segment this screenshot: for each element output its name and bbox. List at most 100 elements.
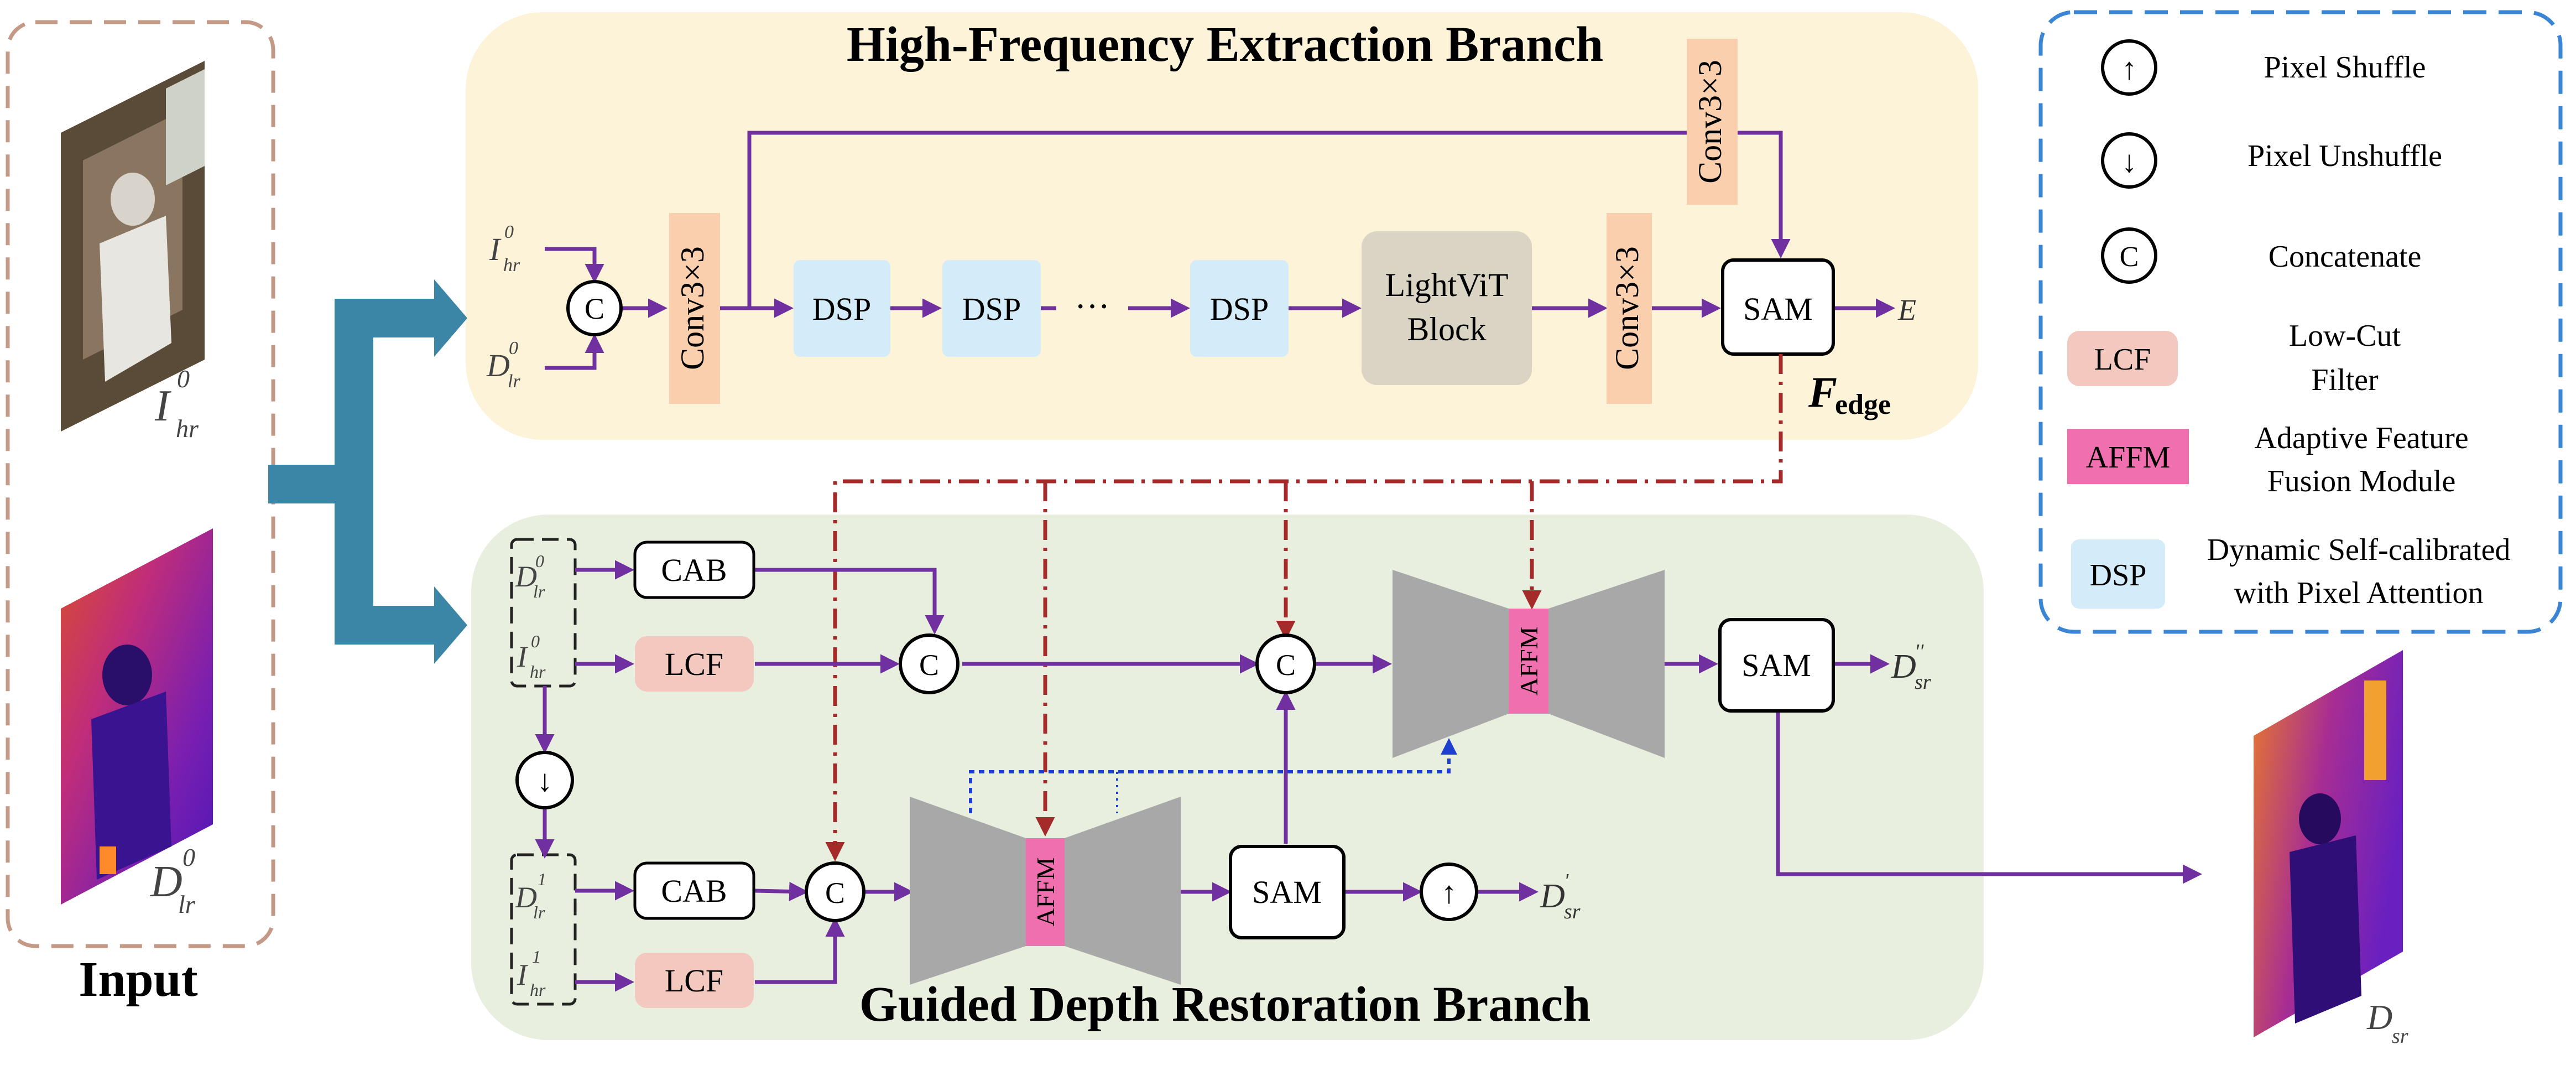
input-rgb-label: I [154,382,171,430]
legend-lcf-swatch [2067,331,2178,386]
gd-in4-sup: 1 [532,947,541,967]
gd-sam-top [1718,618,1835,713]
gd-in4-label: I [517,958,529,991]
input-fork-arrow [268,279,467,664]
gd-cab-bot [633,861,755,920]
gd-in4-sub: hr [530,980,546,1000]
hf-concat-circle [566,280,623,336]
gd-in3-sub: lr [533,902,545,922]
legend-concat-icon [2101,227,2157,284]
legend-affm-line1: Adaptive Feature [2254,421,2468,455]
gd-affm-bot [1026,838,1065,946]
gd-out-bot-sub: sr [1564,900,1581,923]
hf-input-top-sub: hr [503,255,520,276]
gd-affm-bot-label: AFFM [1031,857,1060,926]
legend-dsp-swatch [2071,539,2165,609]
legend-unshuffle-symbol: ↓ [2121,145,2137,179]
hf-conv-b-label: Conv3×3 [1609,246,1645,370]
gd-lcf-bot-label: LCF [665,963,723,999]
hf-dsp-3-label: DSP [1210,291,1269,327]
gd-affm-top [1509,609,1548,714]
gd-concat-bot-label: C [825,876,845,910]
legend-lcf-line1: Low-Cut [2289,319,2401,353]
fedge-label: F [1808,368,1837,416]
hf-input-bot-sup: 0 [509,338,518,359]
legend-unshuffle-text: Pixel Unshuffle [2248,139,2442,173]
hf-conv-a-label: Conv3×3 [674,246,711,370]
gd-shuffle-label: ↑ [1441,876,1457,910]
legend-shuffle-text: Pixel Shuffle [2264,50,2426,85]
output-label: D [2366,998,2392,1037]
input-label: Input [79,952,197,1007]
hf-input-top-label: I [489,231,502,267]
hf-branch-title: High-Frequency Extraction Branch [847,17,1603,72]
hf-conv-top [1687,39,1738,205]
hf-lightvit-line2: Block [1407,311,1486,347]
input-rgb-sub: hr [176,414,199,443]
gd-cab-top [633,541,755,599]
legend-affm-line2: Fusion Module [2267,464,2456,498]
gd-out-bot-sup: ' [1564,870,1569,893]
gd-concat-top2 [1255,633,1316,694]
gd-unshuffle-label: ↓ [537,764,552,798]
gd-cab-bot-label: CAB [661,873,727,909]
input-depth-image [61,528,213,905]
gd-out-top-sub: sr [1915,671,1931,694]
gd-cab-top-label: CAB [661,552,727,588]
legend-affm-swatch [2067,429,2189,484]
legend-dsp-line1: Dynamic Self-calibrated [2207,533,2511,567]
input-depth-label: D [150,858,182,906]
input-depth-sup: 0 [182,843,195,871]
hf-concat-label: C [585,292,604,325]
fedge-sub: edge [1835,389,1891,420]
gd-concat-top1 [899,633,960,694]
hf-input-bot-sub: lr [508,371,520,392]
hf-dsp-1 [794,260,890,357]
gd-sam-bot-label: SAM [1252,874,1322,910]
gd-in2-sub: hr [530,662,546,682]
gd-out-top-label: D [1891,648,1916,685]
legend-box [2038,10,2563,634]
legend-dsp-line2: with Pixel Attention [2234,576,2483,610]
gd-sam-top-label: SAM [1741,647,1811,683]
hf-output-label: E [1897,293,1916,326]
hf-dsp-dots: ··· [1075,287,1110,326]
hf-sam-label: SAM [1743,291,1813,327]
gd-lcf-top-label: LCF [665,646,723,682]
gd-concat-top1-label: C [919,648,939,682]
gd-in1-sub: lr [533,581,545,601]
hf-dsp-3 [1190,260,1289,357]
legend-shuffle-symbol: ↑ [2121,52,2137,86]
legend-unshuffle-icon [2101,132,2157,189]
legend-affm-abbr: AFFM [2086,440,2171,475]
hf-dsp-1-label: DSP [812,291,871,327]
gd-branch-title: Guided Depth Restoration Branch [859,977,1591,1032]
gd-out-top-sup: '' [1915,640,1924,663]
legend-dsp-abbr: DSP [2090,558,2147,593]
gd-concat-top2-label: C [1276,648,1296,682]
gd-in3-label: D [515,881,537,914]
hf-dsp-2 [942,260,1041,357]
gd-out-bot-label: D [1540,877,1565,915]
gd-lcf-top [635,636,754,692]
legend-lcf-abbr: LCF [2094,342,2151,377]
gd-in2-sup: 0 [531,631,540,651]
hf-conv-b [1607,213,1652,404]
hf-input-top-sup: 0 [504,222,514,242]
gd-sam-bot [1229,845,1346,939]
legend-concat-symbol: C [2120,241,2139,273]
input-rgb-image [61,61,205,432]
gd-unshuffle-circle [515,751,574,809]
hf-lightvit-line1: LightViT [1385,267,1508,303]
gd-lcf-bot [635,953,754,1008]
hf-input-bot-label: D [486,347,510,383]
gd-in3-sup: 1 [538,869,546,889]
hf-conv-top-label: Conv3×3 [1692,60,1728,184]
gd-in2-label: I [517,640,529,673]
gd-in1-sup: 0 [535,551,544,571]
hf-conv-a [669,213,720,404]
gd-in1-label: D [515,560,537,593]
hf-sam [1721,258,1835,356]
gd-shuffle-circle [1420,863,1478,921]
